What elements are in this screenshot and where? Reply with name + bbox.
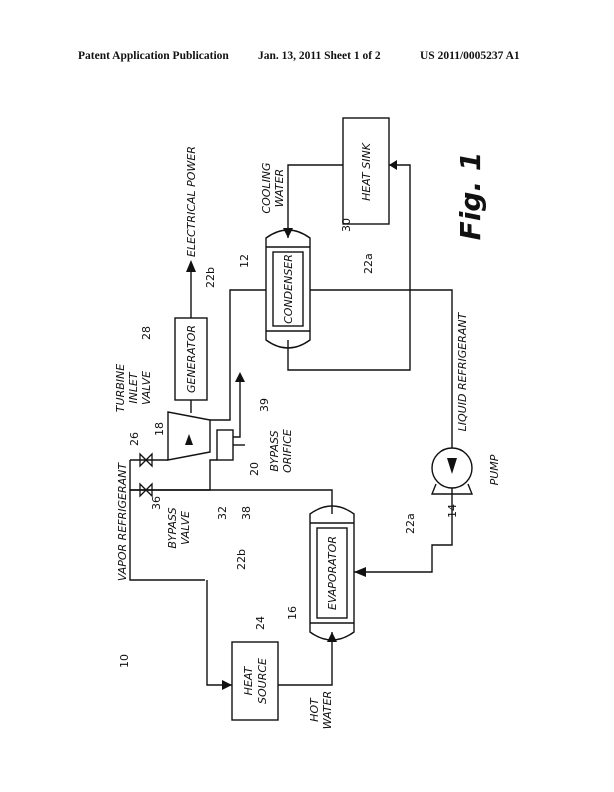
hot-water-arrowhead	[327, 632, 337, 642]
heat-sink-label: HEAT SINK	[360, 142, 373, 201]
turbine-flow-arrowhead	[185, 434, 193, 445]
heat-source-box	[231, 641, 279, 721]
ref-32: 32	[216, 506, 229, 520]
vapor-refrigerant-label: VAPOR REFRIGERANT	[116, 462, 129, 581]
ref-24: 24	[254, 616, 267, 630]
ref-22a-top: 22a	[362, 253, 375, 274]
heat-sink-box	[342, 117, 390, 225]
evaporator-vessel	[309, 505, 355, 641]
heat-source-label-line2: SOURCE	[256, 658, 269, 704]
ref-30: 30	[340, 218, 353, 232]
turbine-inlet-valve-label-1: TURBINE	[114, 364, 127, 412]
generator-label: GENERATOR	[185, 325, 198, 393]
ref-28: 28	[140, 326, 153, 340]
ref-38: 38	[240, 506, 253, 520]
condenser-vessel	[265, 229, 311, 349]
bypass-orifice-label-2: ORIFICE	[281, 429, 294, 473]
turbine-inlet-valve-label-3: VALVE	[140, 371, 153, 405]
heat-source-inlet-arrowhead	[222, 680, 232, 690]
cooling-water-label-2: WATER	[273, 169, 286, 207]
evaporator-inlet-arrowhead	[354, 567, 366, 577]
hot-water-label-2: WATER	[321, 691, 334, 729]
bypass-vent-arrowhead	[235, 372, 245, 382]
ref-14: 14	[446, 504, 459, 518]
pump-arrowhead	[447, 458, 457, 474]
evaporator-label: EVAPORATOR	[326, 536, 339, 610]
heat-source-label-line1: HEAT	[242, 665, 255, 695]
cooling-water-label-1: COOLING	[260, 162, 273, 213]
ref-22a-bottom: 22a	[404, 513, 417, 534]
turbine-inlet-valve-icon	[139, 452, 153, 468]
ref-22b-bottom: 22b	[235, 549, 248, 570]
ref-20: 20	[248, 462, 261, 476]
publication-label: Patent Application Publication	[78, 50, 229, 62]
bypass-orifice-box	[216, 429, 234, 461]
publication-date-sheet: Jan. 13, 2011 Sheet 1 of 2	[258, 50, 381, 62]
ref-36: 36	[150, 496, 163, 510]
ref-22b-top: 22b	[204, 267, 217, 288]
liquid-refrigerant-label: LIQUID REFRIGERANT	[456, 311, 469, 431]
cooling-water-arrowhead	[283, 228, 293, 238]
electrical-power-label: ELECTRICAL POWER	[185, 146, 198, 257]
figure-title: Fig. 1	[454, 152, 487, 241]
electrical-power-arrowhead	[186, 260, 196, 272]
turbine-inlet-valve-label-2: INLET	[127, 371, 140, 404]
ref-26: 26	[128, 432, 141, 446]
ref-10: 10	[118, 654, 131, 668]
hot-water-label-1: HOT	[308, 697, 321, 722]
bypass-valve-icon	[139, 482, 153, 498]
pump-label: PUMP	[488, 454, 501, 485]
bypass-orifice-label-1: BYPASS	[268, 430, 281, 471]
heat-sink-return-arrowhead	[389, 160, 397, 170]
bypass-valve-label-1: BYPASS	[166, 507, 179, 548]
ref-18: 18	[153, 422, 166, 436]
ref-39: 39	[258, 398, 271, 412]
ref-16: 16	[286, 606, 299, 620]
publication-number: US 2011/0005237 A1	[420, 50, 520, 62]
bypass-valve-label-2: VALVE	[179, 511, 192, 545]
condenser-label: CONDENSER	[282, 254, 295, 324]
ref-12: 12	[238, 254, 251, 268]
